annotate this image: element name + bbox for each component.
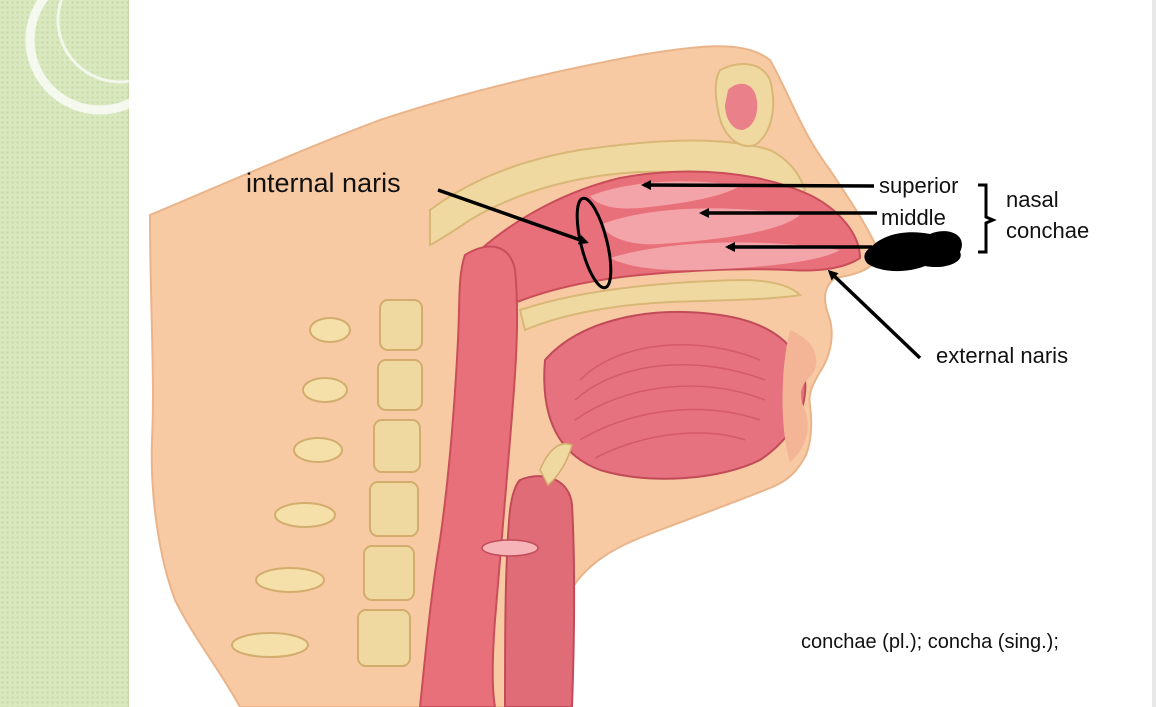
conchae-bracket: [978, 185, 993, 252]
lips-chin: [783, 330, 817, 462]
label-middle: middle: [881, 207, 946, 229]
arrow-external-naris: [830, 272, 920, 358]
tongue: [544, 312, 805, 479]
redaction-blob: [864, 231, 962, 271]
label-external-naris: external naris: [936, 345, 1068, 367]
arrow-superior-concha: [644, 185, 874, 186]
label-nasal: nasal: [1006, 189, 1059, 211]
label-superior: superior: [879, 175, 958, 197]
footnote-plural-singular: conchae (pl.); concha (sing.);: [801, 632, 1059, 652]
label-conchae: conchae: [1006, 220, 1089, 242]
larynx-trachea: [505, 476, 574, 707]
vocal-fold: [482, 540, 538, 556]
label-internal-naris: internal naris: [246, 170, 401, 197]
